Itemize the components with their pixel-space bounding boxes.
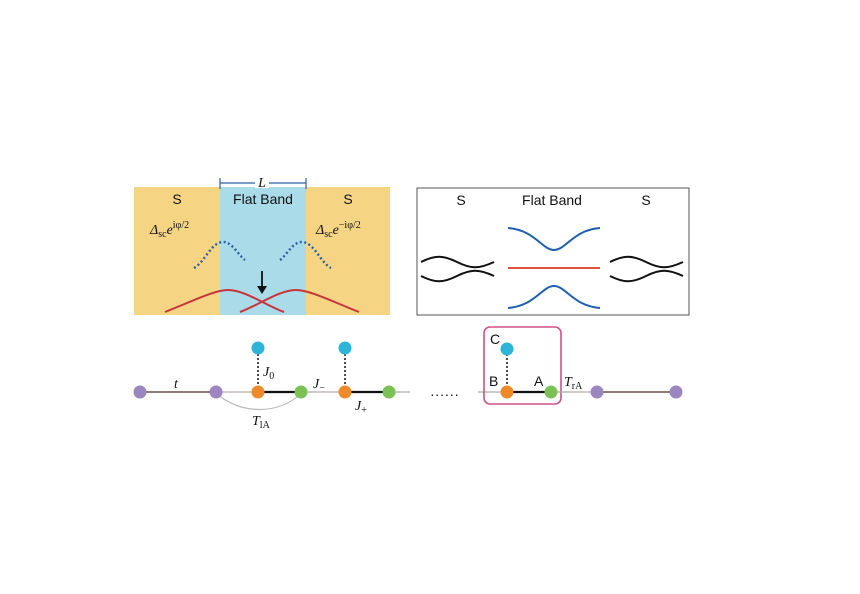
flat-band-label: Flat Band	[233, 191, 293, 207]
upper-dispersive-band	[507, 227, 601, 252]
lower-dispersive-band	[507, 284, 601, 309]
right-s-bands	[609, 255, 684, 283]
site-a-3	[544, 385, 558, 399]
jplus-label: J+	[355, 399, 367, 416]
right-panel-flat-band-label: Flat Band	[522, 192, 582, 208]
left-dotted-wavefunction	[193, 240, 246, 270]
site-c-1	[251, 341, 265, 355]
right-panel-left-s-label: S	[456, 192, 465, 208]
lattice: t TlA J0 J− J+ ...... C B A	[133, 326, 683, 431]
right-panel-frame	[416, 187, 690, 316]
site-c-label: C	[490, 331, 500, 347]
left-panel: L S Flat Band S Δsceiφ/2 Δsce−iφ/2	[134, 174, 390, 315]
right-panel: S Flat Band S	[416, 187, 690, 316]
unit-cell-box	[483, 326, 562, 405]
lead-site-4	[669, 385, 683, 399]
right-gap-label: Δsce−iφ/2	[315, 220, 361, 240]
flat-band-region	[220, 187, 306, 315]
site-b-1	[251, 385, 265, 399]
right-superconductor-region	[306, 187, 390, 315]
lead-site-1	[133, 385, 147, 399]
left-s-label: S	[172, 191, 181, 207]
left-superconductor-region	[134, 187, 220, 315]
site-b-3	[500, 385, 514, 399]
site-a-1	[294, 385, 308, 399]
lead-site-2	[209, 385, 223, 399]
site-c-2	[338, 341, 352, 355]
lead-site-3	[590, 385, 604, 399]
tla-label: TlA	[252, 414, 271, 431]
site-c-3	[500, 342, 514, 356]
j0-label: J0	[263, 365, 274, 382]
length-label: L	[257, 176, 266, 191]
left-red-wavefunction	[164, 288, 285, 313]
right-s-label: S	[343, 191, 352, 207]
left-gap-label: Δsceiφ/2	[149, 220, 189, 240]
site-a-2	[382, 385, 396, 399]
jminus-label: J−	[313, 377, 325, 394]
site-b-label: B	[489, 373, 498, 389]
down-arrow-icon	[257, 271, 267, 294]
right-red-wavefunction	[239, 288, 360, 313]
ellipsis-dots: ......	[430, 383, 459, 399]
hopping-t-label: t	[174, 377, 179, 392]
left-s-bands	[420, 255, 495, 283]
site-a-label: A	[534, 373, 544, 389]
tla-coupling-arc	[215, 392, 302, 410]
right-panel-right-s-label: S	[641, 192, 650, 208]
site-b-2	[338, 385, 352, 399]
tra-label: TrA	[564, 375, 583, 392]
